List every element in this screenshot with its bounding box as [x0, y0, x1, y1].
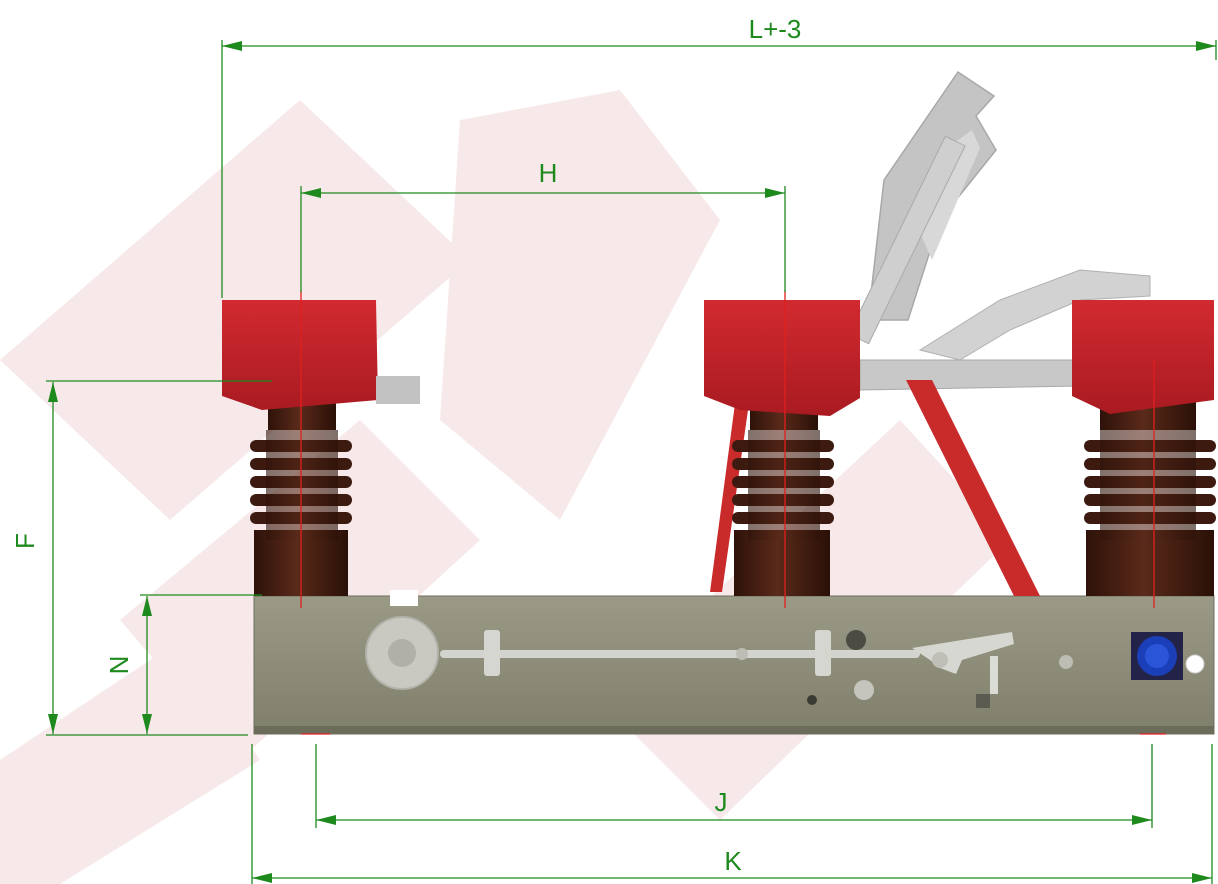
- label-N: N: [104, 656, 134, 675]
- switch-blades: [710, 70, 1151, 596]
- insulator-right: [1072, 300, 1216, 596]
- dimension-lines: [46, 40, 1217, 884]
- watermark: [0, 90, 1010, 884]
- label-F: F: [10, 533, 40, 549]
- label-J: J: [715, 787, 728, 817]
- centerlines: [300, 290, 1166, 735]
- operating-mechanism: [365, 616, 1073, 708]
- insulator-middle: [704, 300, 860, 596]
- label-H: H: [539, 158, 558, 188]
- connector-socket: [1131, 632, 1205, 680]
- label-L: L+-3: [749, 14, 802, 44]
- dimension-labels: L+-3 H F N J K: [10, 14, 801, 876]
- label-K: K: [724, 846, 742, 876]
